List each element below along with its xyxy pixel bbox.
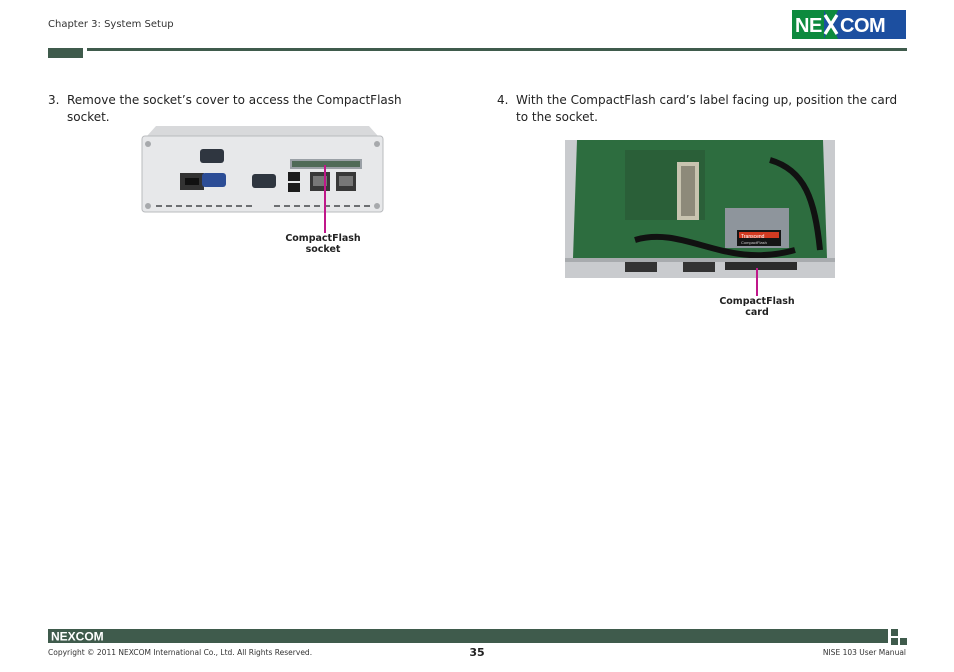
compactflash-card-callout: CompactFlash card bbox=[719, 296, 795, 318]
nexcom-logo: NE COM bbox=[792, 10, 906, 39]
step-text: With the CompactFlash card’s label facin… bbox=[516, 93, 898, 124]
svg-text:NEXCOM: NEXCOM bbox=[51, 630, 104, 642]
chassis-front-photo bbox=[141, 126, 384, 213]
footer-squares-icon bbox=[891, 629, 907, 645]
step-number: 3. bbox=[48, 93, 60, 107]
step-number: 4. bbox=[497, 93, 509, 107]
header-bar bbox=[87, 48, 907, 51]
svg-text:COM: COM bbox=[840, 15, 885, 37]
nexcom-footer-logo: NEXCOM bbox=[51, 630, 104, 642]
header-accent-block bbox=[48, 48, 83, 58]
open-chassis-photo: Transcend CompactFlash bbox=[565, 140, 835, 278]
manual-title: NISE 103 User Manual bbox=[822, 648, 906, 657]
card-brand-label: Transcend bbox=[741, 234, 765, 240]
compactflash-socket-callout: CompactFlash socket bbox=[285, 233, 361, 255]
chapter-title: Chapter 3: System Setup bbox=[48, 19, 174, 30]
socket-callout-line bbox=[324, 165, 326, 233]
footer-bar bbox=[48, 629, 888, 643]
card-type-label: CompactFlash bbox=[741, 240, 767, 245]
step-text: Remove the socket’s cover to access the … bbox=[67, 93, 402, 124]
copyright-text: Copyright © 2011 NEXCOM International Co… bbox=[48, 648, 313, 657]
page-number: 35 bbox=[469, 646, 485, 659]
svg-text:NE: NE bbox=[795, 15, 822, 37]
card-callout-line bbox=[756, 268, 758, 296]
